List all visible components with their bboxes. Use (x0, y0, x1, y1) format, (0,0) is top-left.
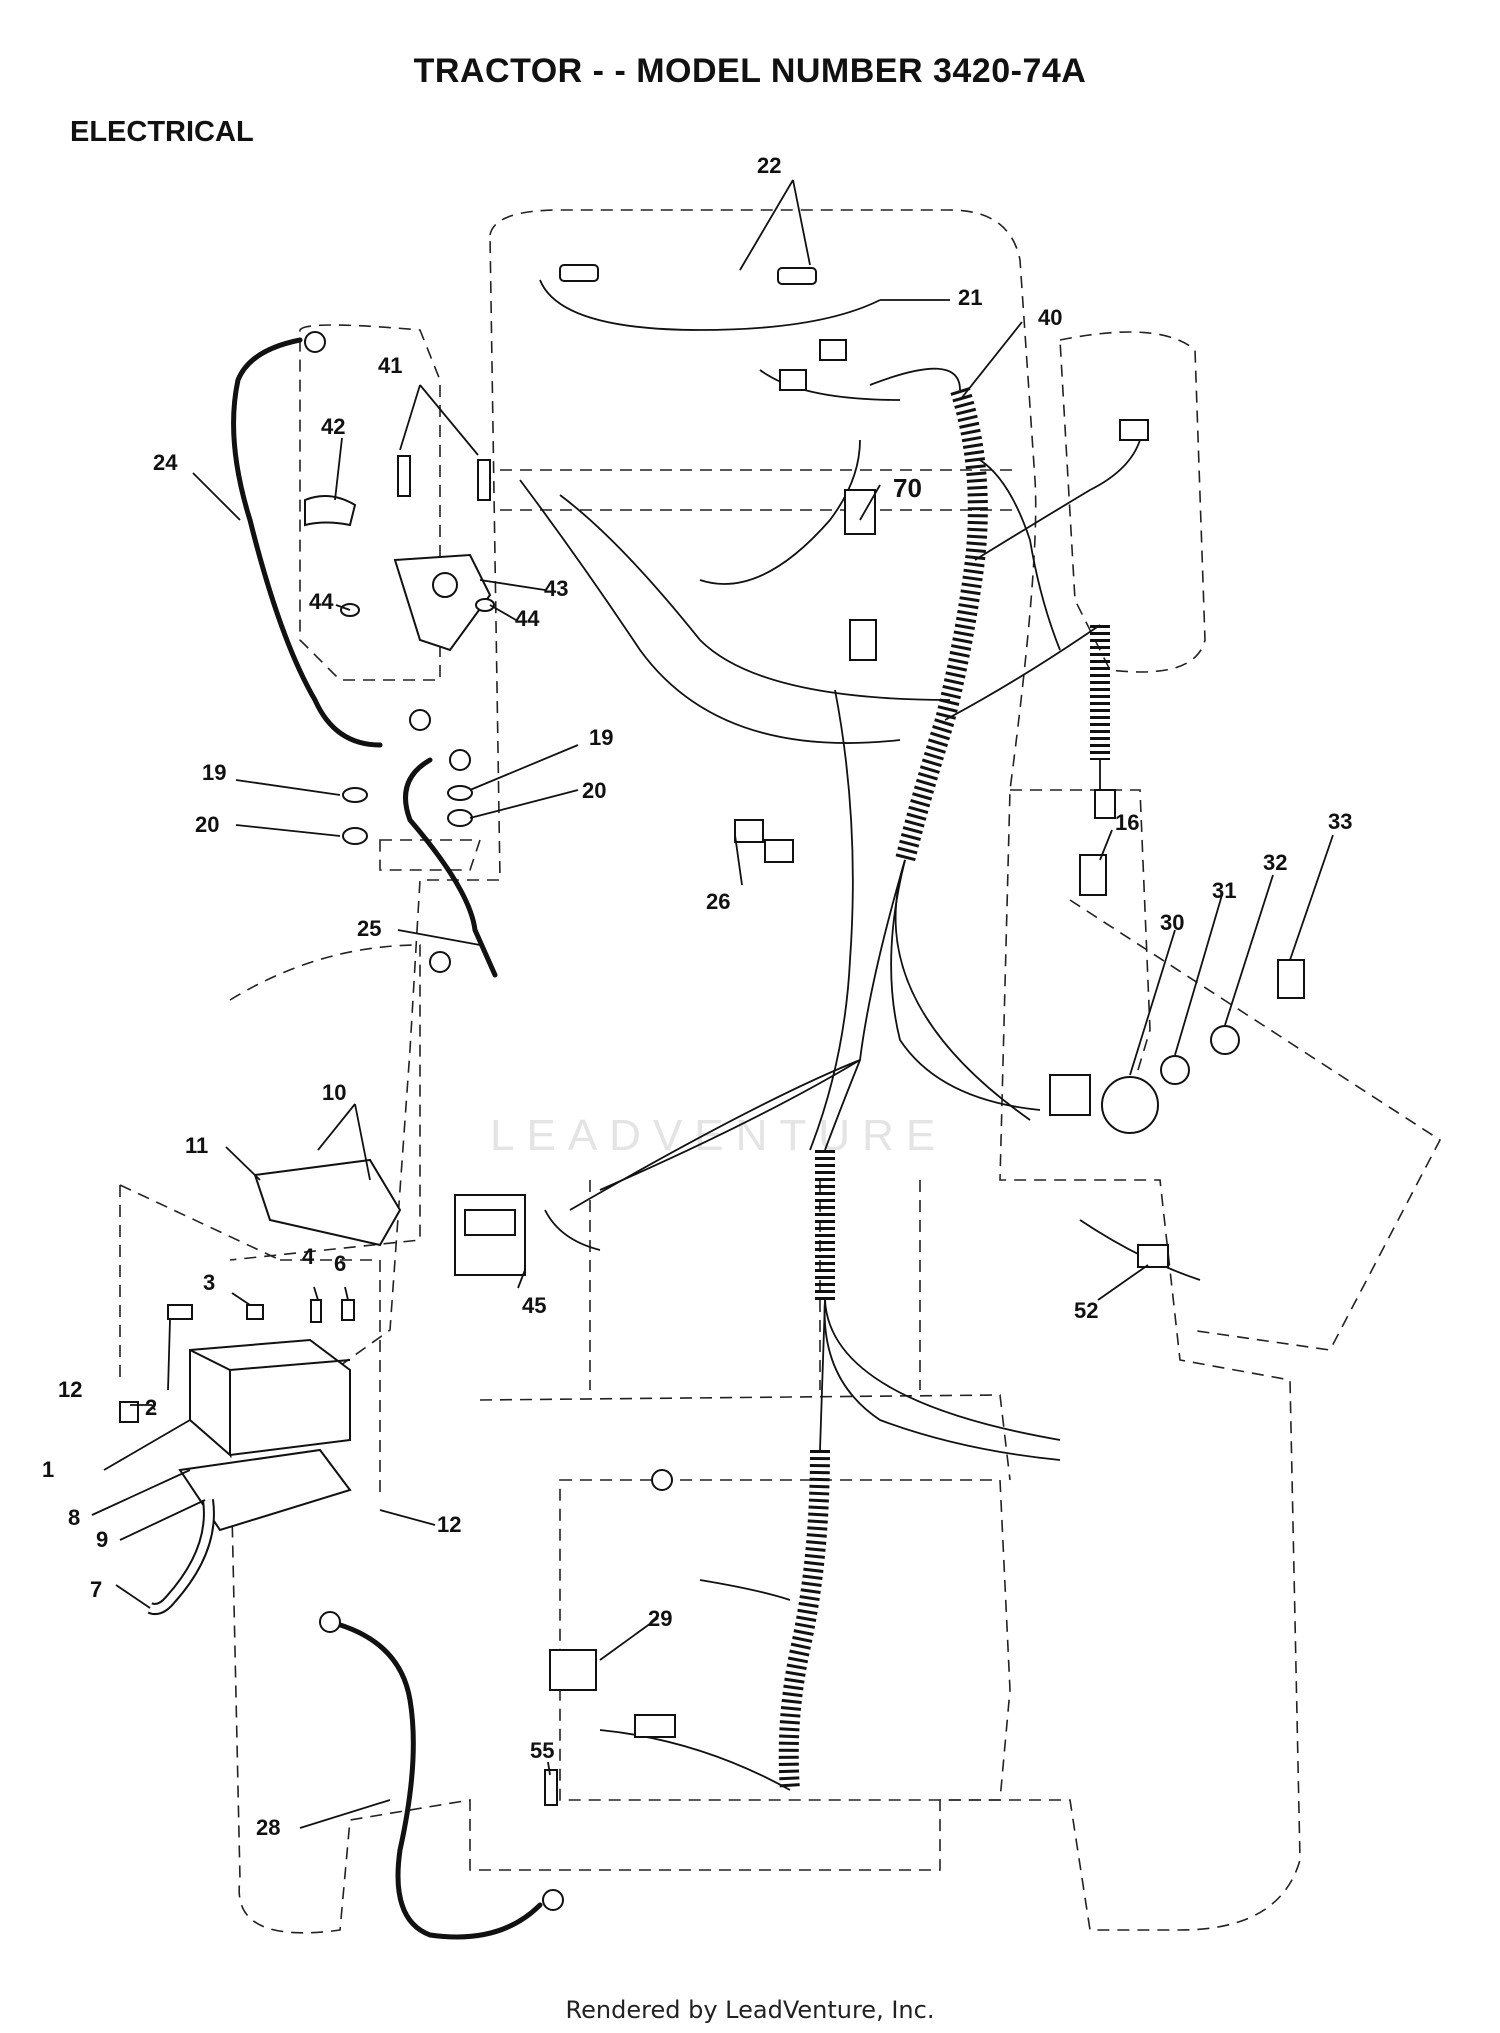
battery-glyph (189, 1338, 351, 1457)
switch-bezel-glyph (1210, 1025, 1240, 1055)
callout-33: 33 (1328, 809, 1352, 834)
nut-44b-glyph (475, 598, 495, 612)
ground-lug-glyph (651, 1469, 673, 1491)
section-label: ELECTRICAL (70, 116, 254, 148)
washer-19b-glyph (447, 785, 473, 801)
callout-52: 52 (1074, 1298, 1098, 1323)
callout-16: 16 (1115, 810, 1139, 835)
diagram-title: TRACTOR - - MODEL NUMBER 3420-74A (413, 52, 1087, 90)
lamp-right-glyph (777, 267, 817, 285)
connector-16b-glyph (1079, 854, 1107, 896)
vent-hose-inner (148, 1499, 213, 1613)
lug-25b-glyph (429, 951, 451, 973)
callout-20-right: 20 (582, 778, 606, 803)
callout-7: 7 (90, 1577, 102, 1602)
callout-30: 30 (1160, 910, 1184, 935)
callout-31: 31 (1212, 878, 1236, 903)
callout-6: 6 (334, 1251, 346, 1276)
nut-6-glyph (341, 1299, 355, 1321)
tractor-outline (119, 209, 1442, 1934)
callout-8: 8 (68, 1505, 80, 1530)
callout-29: 29 (648, 1606, 672, 1631)
callout-43: 43 (544, 576, 568, 601)
switch-nut-glyph (1160, 1055, 1190, 1085)
lug-28b-glyph (542, 1889, 564, 1911)
harness-loom (778, 387, 1110, 1791)
bolt-2-glyph (167, 1304, 193, 1320)
callout-22: 22 (757, 153, 781, 178)
washer-19-glyph (342, 787, 368, 803)
connector-52-glyph (1137, 1244, 1169, 1268)
callout-26: 26 (706, 889, 730, 914)
callout-55: 55 (530, 1738, 554, 1763)
callout-40: 40 (1038, 305, 1062, 330)
callout-28: 28 (256, 1815, 280, 1840)
clip-12-glyph (119, 1401, 139, 1423)
connector-70-glyph (844, 489, 876, 535)
leader-lines (91, 179, 1334, 1829)
bolt-3-glyph (246, 1304, 264, 1320)
callout-labels: 1 2 3 4 6 7 8 9 10 11 12 12 16 19 19 20 … (42, 153, 1352, 1840)
hour-meter-window (464, 1209, 516, 1236)
boot-42-glyph (304, 495, 357, 527)
callout-12-lower: 12 (437, 1512, 461, 1537)
watermark-text: LEADVENTURE (490, 1111, 947, 1160)
nut-20b-glyph (447, 809, 473, 827)
callout-44-left: 44 (309, 589, 334, 614)
callout-11: 11 (185, 1133, 208, 1158)
callout-70: 70 (893, 473, 922, 503)
ignition-switch-glyph (1101, 1076, 1159, 1134)
connector-16-glyph (1094, 789, 1116, 819)
callout-2: 2 (145, 1395, 157, 1420)
washer-4-glyph (310, 1299, 322, 1323)
relay-connector-glyph (849, 619, 877, 661)
battery-cables (231, 337, 543, 1940)
callout-3: 3 (203, 1270, 215, 1295)
lamp-connector-b-glyph (819, 339, 847, 361)
callout-20-left: 20 (195, 812, 219, 837)
bolt-41-glyph (397, 455, 411, 497)
callout-24: 24 (153, 450, 178, 475)
connector-right-glyph (1119, 419, 1149, 441)
callout-19-left: 19 (202, 760, 226, 785)
callout-42: 42 (321, 414, 345, 439)
callout-45: 45 (522, 1293, 546, 1318)
callout-4: 4 (302, 1244, 315, 1269)
callout-41: 41 (378, 353, 402, 378)
callout-1: 1 (42, 1457, 54, 1482)
connector-26-glyph (734, 819, 764, 843)
lug-25-glyph (449, 749, 471, 771)
seat-connector-glyph (634, 1714, 676, 1738)
battery-edge (189, 1349, 351, 1455)
callout-32: 32 (1263, 850, 1287, 875)
callout-44-right: 44 (515, 606, 540, 631)
lamp-connector-glyph (779, 369, 807, 391)
switch-connector-glyph (1049, 1074, 1091, 1116)
callout-10: 10 (322, 1080, 346, 1105)
solenoid-terminal (432, 572, 458, 598)
solenoid-glyph (393, 553, 492, 652)
component-glyphs (119, 264, 1305, 1911)
lamp-left-glyph (559, 264, 599, 282)
connector-26b-glyph (764, 839, 794, 863)
lug-28-glyph (319, 1611, 341, 1633)
lug-24-glyph (304, 331, 326, 353)
callout-19-right: 19 (589, 725, 613, 750)
seat-switch-glyph (549, 1649, 597, 1691)
bolt-41b-glyph (477, 459, 491, 501)
bolt-55-glyph (544, 1769, 558, 1806)
key-glyph (1277, 959, 1305, 999)
callout-12-upper: 12 (58, 1377, 82, 1402)
nut-20-glyph (342, 827, 368, 845)
harness-wires (519, 279, 1201, 1791)
callout-9: 9 (96, 1527, 108, 1552)
footer-credit: Rendered by LeadVenture, Inc. (565, 1996, 935, 2024)
lug-24b-glyph (409, 709, 431, 731)
callout-21: 21 (958, 285, 982, 310)
hold-down-glyph (253, 1158, 402, 1247)
callout-25: 25 (357, 916, 381, 941)
